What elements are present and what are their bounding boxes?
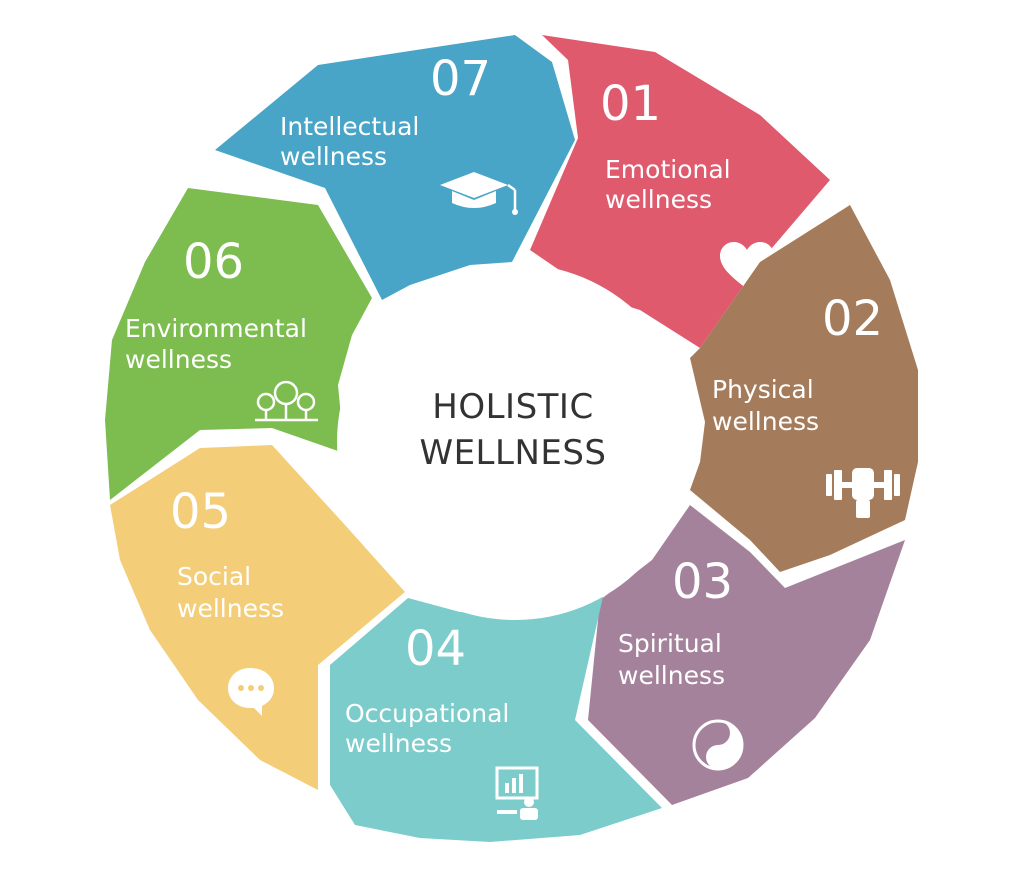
segment-occupational-label-1: Occupational	[345, 699, 509, 728]
center-title-line-1: HOLISTIC	[432, 387, 593, 427]
dumbbell-fist-icon	[826, 468, 900, 518]
segment-emotional-label-2: wellness	[605, 185, 712, 214]
segment-emotional-label-1: Emotional	[605, 155, 731, 184]
segment-emotional-shape	[530, 35, 830, 348]
segment-intellectual-label-1: Intellectual	[280, 112, 419, 141]
segment-emotional-number: 01	[600, 76, 661, 132]
segment-intellectual-shape	[215, 35, 575, 300]
segment-occupational-number: 04	[405, 621, 466, 677]
segment-social-number: 05	[170, 484, 231, 540]
segment-spiritual-label-1: Spiritual	[618, 629, 722, 658]
segment-social-shape	[110, 445, 405, 790]
segment-environmental-label-2: wellness	[125, 345, 232, 374]
segment-spiritual-shape	[588, 505, 905, 805]
segment-spiritual-label-2: wellness	[618, 661, 725, 690]
center-title-line-2: WELLNESS	[419, 433, 606, 473]
segment-environmental-number: 06	[183, 234, 244, 290]
segment-environmental-shape	[105, 188, 372, 500]
segment-physical-label-2: wellness	[712, 407, 819, 436]
segment-social: 05 Social wellness	[110, 445, 405, 790]
segment-environmental: 06 Environmental wellness	[105, 188, 372, 500]
yin-yang-icon	[692, 719, 744, 771]
speech-bubble-icon	[228, 668, 274, 716]
center-circle	[337, 264, 693, 620]
segment-physical-number: 02	[822, 291, 883, 347]
segment-occupational: 04 Occupational wellness	[330, 588, 662, 842]
segment-occupational-shape	[330, 588, 662, 842]
presentation-board-icon	[495, 766, 539, 820]
segment-emotional: 01 Emotional wellness	[530, 35, 830, 348]
segment-intellectual: 07 Intellectual wellness	[215, 35, 575, 300]
segment-environmental-label-1: Environmental	[125, 314, 307, 343]
segment-social-label-1: Social	[177, 562, 251, 591]
segment-intellectual-number: 07	[430, 51, 491, 107]
segment-occupational-label-2: wellness	[345, 729, 452, 758]
segment-intellectual-label-2: wellness	[280, 142, 387, 171]
center-hub: HOLISTIC WELLNESS	[337, 264, 693, 620]
graduation-cap-icon	[440, 172, 518, 215]
segment-spiritual: 03 Spiritual wellness	[588, 505, 905, 805]
trees-icon	[255, 380, 318, 422]
segment-social-label-2: wellness	[177, 594, 284, 623]
segment-spiritual-number: 03	[672, 554, 733, 610]
segment-physical: 02 Physical wellness	[690, 205, 918, 572]
segment-physical-label-1: Physical	[712, 375, 814, 404]
